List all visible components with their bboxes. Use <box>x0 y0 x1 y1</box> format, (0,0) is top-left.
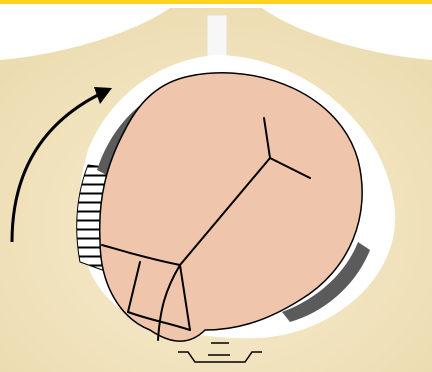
top-bar <box>0 0 432 4</box>
